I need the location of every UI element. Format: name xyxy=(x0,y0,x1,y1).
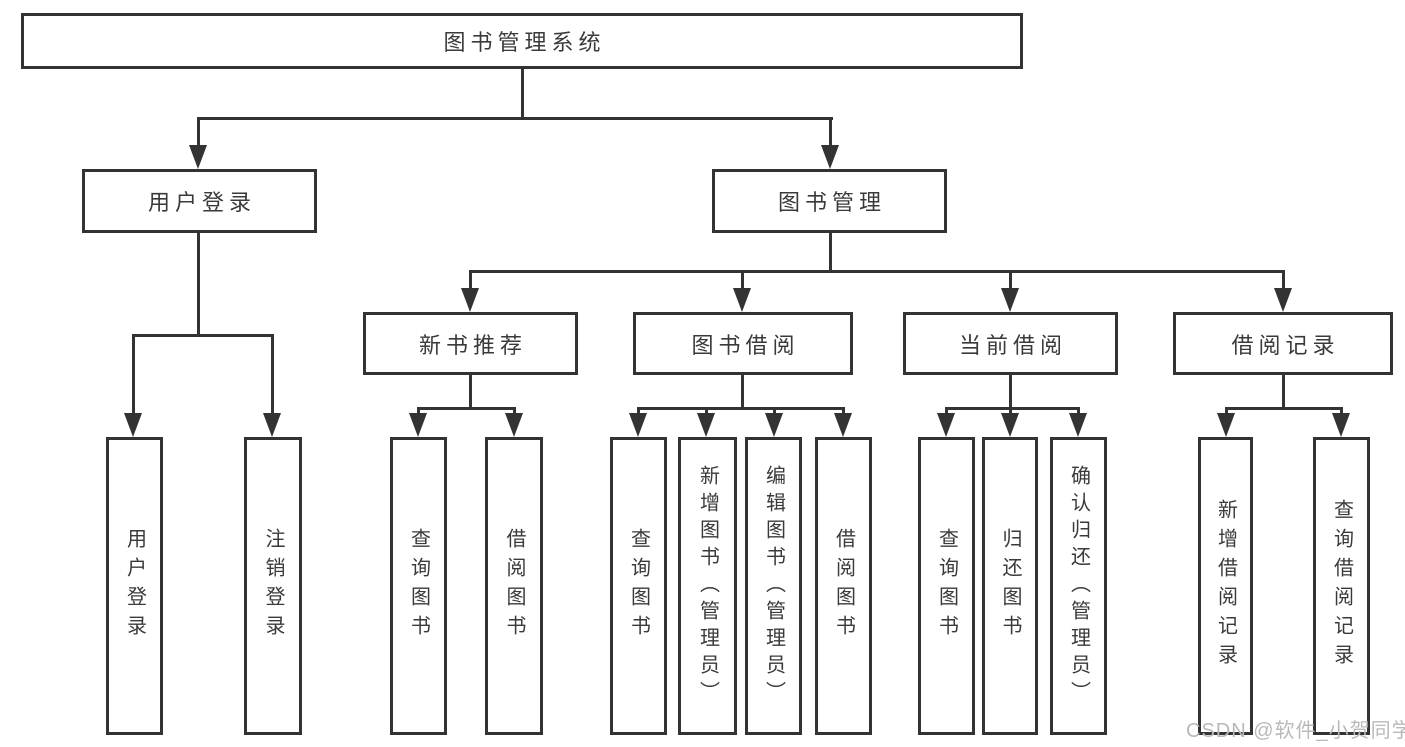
connector-line xyxy=(741,270,744,290)
connector-line xyxy=(1282,270,1285,290)
node-book-management: 图书管理 xyxy=(712,169,947,233)
connector-line xyxy=(132,334,135,415)
arrow-down-icon xyxy=(1274,288,1292,312)
node-label: 查询借阅记录 xyxy=(1330,499,1353,673)
connector-line xyxy=(197,117,200,147)
arrow-down-icon xyxy=(461,288,479,312)
connector-line xyxy=(829,233,832,272)
leaf-return-books: 归还图书 xyxy=(982,437,1038,735)
node-label: 编辑图书（管理员） xyxy=(762,464,785,708)
connector-line xyxy=(197,117,833,120)
node-label: 新增图书（管理员） xyxy=(696,464,719,708)
arrow-down-icon xyxy=(1001,288,1019,312)
arrow-down-icon xyxy=(409,413,427,437)
node-label: 借阅图书 xyxy=(832,528,855,644)
node-label: 借阅图书 xyxy=(503,528,525,644)
connector-line xyxy=(842,407,845,415)
connector-line xyxy=(1225,407,1343,410)
arrow-down-icon xyxy=(1217,413,1235,437)
connector-line xyxy=(469,375,472,409)
leaf-query-books-current: 查询图书 xyxy=(918,437,975,735)
node-label: 图书管理 xyxy=(777,190,886,215)
node-borrow-records: 借阅记录 xyxy=(1173,312,1393,375)
leaf-edit-books-admin: 编辑图书（管理员） xyxy=(745,437,802,735)
node-current-borrowing: 当前借阅 xyxy=(903,312,1118,375)
node-label: 图书管理系统 xyxy=(443,30,606,55)
node-label: 图书借阅 xyxy=(691,332,800,358)
connector-line xyxy=(773,407,776,415)
arrow-down-icon xyxy=(263,413,281,437)
connector-line xyxy=(1282,373,1285,409)
arrow-down-icon xyxy=(1069,413,1087,437)
connector-line xyxy=(1077,407,1080,415)
node-label: 借阅记录 xyxy=(1231,332,1340,358)
arrow-down-icon xyxy=(124,413,142,437)
node-label: 新增借阅记录 xyxy=(1214,499,1237,673)
connector-line xyxy=(1340,407,1343,415)
connector-line xyxy=(1009,270,1012,290)
connector-line xyxy=(469,270,472,290)
node-label: 查询图书 xyxy=(627,528,650,644)
node-label: 查询图书 xyxy=(407,528,430,644)
connector-line xyxy=(945,407,1080,410)
leaf-borrow-books-borrowing: 借阅图书 xyxy=(815,437,872,735)
connector-line xyxy=(513,407,516,415)
connector-line xyxy=(945,407,948,415)
node-user-login: 用户登录 xyxy=(82,169,317,233)
arrow-down-icon xyxy=(189,145,207,169)
node-label: 归还图书 xyxy=(999,528,1021,644)
arrow-down-icon xyxy=(1332,413,1350,437)
arrow-down-icon xyxy=(821,145,839,169)
node-book-borrowing: 图书借阅 xyxy=(633,312,853,375)
connector-line xyxy=(417,407,420,415)
connector-line xyxy=(521,69,524,118)
leaf-borrow-books-recommend: 借阅图书 xyxy=(485,437,543,735)
leaf-query-books-borrowing: 查询图书 xyxy=(610,437,667,735)
arrow-down-icon xyxy=(765,413,783,437)
node-label: 用户登录 xyxy=(123,528,146,644)
connector-line xyxy=(417,407,516,410)
connector-line xyxy=(637,407,640,415)
node-label: 注销登录 xyxy=(262,528,284,644)
leaf-logout: 注销登录 xyxy=(244,437,302,735)
leaf-query-borrow-record: 查询借阅记录 xyxy=(1313,437,1370,735)
leaf-confirm-return-admin: 确认归还（管理员） xyxy=(1050,437,1107,735)
csdn-watermark: CSDN @软件_小贺同学 xyxy=(1186,720,1405,742)
arrow-down-icon xyxy=(697,413,715,437)
connector-line xyxy=(637,407,845,410)
arrow-down-icon xyxy=(834,413,852,437)
arrow-down-icon xyxy=(733,288,751,312)
connector-line xyxy=(469,270,1284,273)
leaf-add-borrow-record: 新增借阅记录 xyxy=(1198,437,1253,735)
connector-line xyxy=(132,334,274,337)
node-label: 确认归还（管理员） xyxy=(1067,464,1090,708)
arrow-down-icon xyxy=(629,413,647,437)
connector-line xyxy=(197,233,200,336)
arrow-down-icon xyxy=(505,413,523,437)
node-label: 用户登录 xyxy=(147,190,256,215)
connector-line xyxy=(829,117,832,147)
leaf-user-login: 用户登录 xyxy=(106,437,163,735)
node-label: 当前借阅 xyxy=(958,332,1067,358)
connector-line xyxy=(705,407,708,415)
connector-line xyxy=(271,334,274,415)
connector-line xyxy=(1009,375,1012,409)
arrow-down-icon xyxy=(1001,413,1019,437)
connector-line xyxy=(1225,407,1228,415)
node-new-book-recommend: 新书推荐 xyxy=(363,312,578,375)
node-label: 查询图书 xyxy=(935,528,958,644)
connector-line xyxy=(1009,407,1012,415)
leaf-query-books-recommend: 查询图书 xyxy=(390,437,447,735)
arrow-down-icon xyxy=(937,413,955,437)
node-label: 新书推荐 xyxy=(418,332,527,358)
node-library-management-system: 图书管理系统 xyxy=(21,13,1023,69)
leaf-add-books-admin: 新增图书（管理员） xyxy=(678,437,737,735)
connector-line xyxy=(741,375,744,409)
